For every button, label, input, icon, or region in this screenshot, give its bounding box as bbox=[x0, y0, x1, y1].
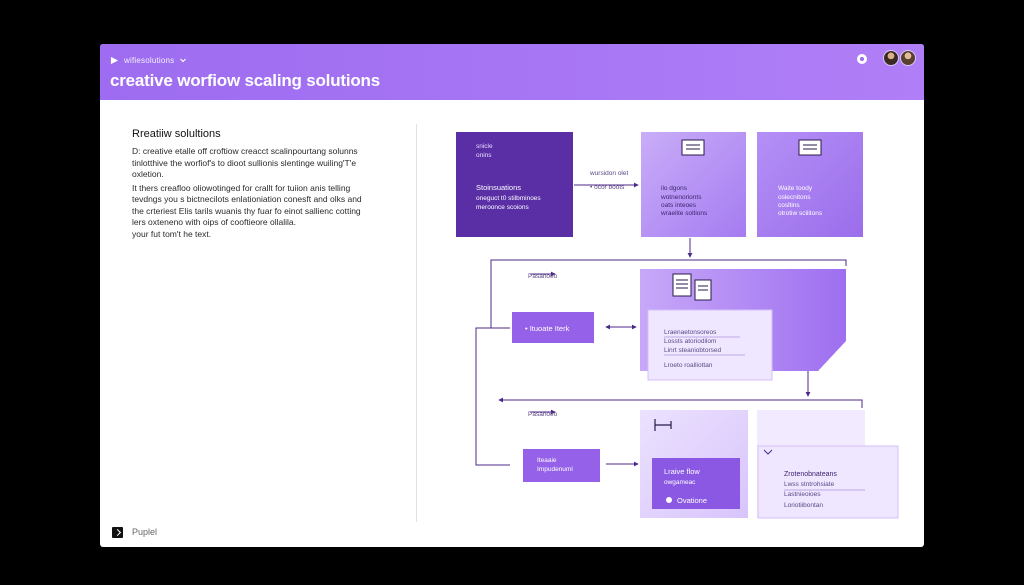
node-text: meroonce scoions bbox=[476, 204, 529, 211]
connector-label: • ocor boots bbox=[590, 184, 625, 191]
node-text: wraelite soltions bbox=[660, 210, 708, 217]
workflow-node-source[interactable]: snicle onins Stoinsuations oneguct t0 st… bbox=[456, 132, 573, 237]
workspace-switcher[interactable]: wifiesolutions bbox=[110, 53, 187, 67]
implement-button[interactable]: Iteaaie Impudenuml bbox=[523, 449, 600, 482]
workflow-node-ready[interactable]: Waite toody oslecnitons cosltins otrotiw… bbox=[757, 132, 863, 237]
footer-label: Puplel bbox=[132, 527, 158, 537]
button-label: Impudenuml bbox=[537, 466, 573, 473]
node-text: onins bbox=[476, 152, 492, 159]
card-line: Lwss stntrohsiate bbox=[784, 481, 835, 488]
card-line: Zrotenobnateans bbox=[784, 471, 837, 478]
panel-text-line: D: creative etalle off croftiow creacct … bbox=[132, 146, 358, 156]
node-text: snicle bbox=[476, 143, 493, 150]
node-text: Lraive flow bbox=[664, 467, 700, 476]
workflow-node-scaling[interactable]: ilo dgons wotnenorionts oats inteoes wra… bbox=[641, 132, 746, 237]
card-line: Lossts atoriodilom bbox=[664, 338, 716, 345]
node-text: wotnenorionts bbox=[660, 194, 702, 201]
panel-text-line: lers oxteneno with oips of cooftieore ol… bbox=[132, 217, 296, 227]
node-text: oats inteoes bbox=[661, 202, 697, 209]
workflow-diagram: snicle onins Stoinsuations oneguct t0 st… bbox=[456, 132, 899, 519]
notification-dot-icon[interactable] bbox=[857, 54, 867, 64]
card-line: Lastnieoioes bbox=[784, 491, 821, 498]
card-line: Lraenaetonsoreos bbox=[664, 329, 717, 336]
header-bar: wifiesolutions creative worfiow scaling … bbox=[100, 44, 924, 100]
panel-text-line: your fut tom't he text. bbox=[132, 228, 212, 239]
app-window: wifiesolutions creative worfiow scaling … bbox=[100, 44, 924, 547]
chevron-down-icon bbox=[180, 58, 187, 63]
connector-label: Pasanoeo bbox=[528, 273, 558, 280]
button-label: Iteaaie bbox=[537, 457, 557, 464]
node-text: Waite toody bbox=[778, 185, 813, 192]
avatar[interactable] bbox=[900, 50, 916, 66]
panel-heading: Rreatiiw solultions bbox=[132, 128, 221, 140]
status-dot-icon bbox=[666, 497, 672, 503]
card-line: Linrt steaniobtorsed bbox=[664, 347, 721, 354]
connector-label: wursidon olet bbox=[589, 170, 628, 177]
connector-lines bbox=[475, 182, 863, 467]
workflow-card-process[interactable]: Lraenaetonsoreos Lossts atoriodilom Linr… bbox=[640, 269, 846, 381]
node-text: cosltins bbox=[778, 202, 800, 209]
node-text: oneguct t0 stilbminoes bbox=[476, 195, 541, 202]
avatar[interactable] bbox=[883, 50, 899, 66]
card-line: Loriotiibontan bbox=[784, 502, 823, 509]
app-logo-icon bbox=[110, 56, 119, 64]
page-title: creative worfiow scaling solutions bbox=[110, 71, 380, 90]
terminal-icon[interactable] bbox=[112, 527, 123, 538]
panel-text-line: It thers creafloo oliowotinged for crall… bbox=[132, 182, 351, 193]
node-text: owgameac bbox=[664, 479, 696, 486]
node-text: Stoinsuations bbox=[476, 183, 521, 192]
panel-divider bbox=[416, 124, 417, 522]
workspace-name: wifiesolutions bbox=[124, 55, 175, 65]
description-panel: Rreatiiw solultions D: creative etalle o… bbox=[132, 128, 392, 240]
button-label: • Ituoate Iterk bbox=[525, 324, 570, 333]
connector-label: Pasanoeo bbox=[528, 411, 558, 418]
node-text: oslecnitons bbox=[778, 194, 811, 201]
node-text: otrotiw scliitons bbox=[778, 210, 823, 217]
card-line: Lroeto roalliottan bbox=[664, 362, 713, 369]
workflow-node-flow[interactable]: Lraive flow owgameac Ovatione bbox=[640, 410, 748, 518]
node-text: Ovatione bbox=[677, 496, 707, 505]
panel-text-line: tevdngs you s bictnecilots enlationiatio… bbox=[132, 194, 362, 204]
workflow-card-summary[interactable]: Zrotenobnateans Lwss stntrohsiate Lastni… bbox=[757, 410, 899, 519]
panel-text-line: the crteriest Elis tarils wuanis thy fua… bbox=[132, 205, 361, 216]
panel-text-line: oxletion. bbox=[132, 169, 164, 179]
node-text: ilo dgons bbox=[661, 185, 688, 192]
document-icon bbox=[681, 139, 705, 156]
iterate-track-button[interactable]: • Ituoate Iterk bbox=[512, 312, 594, 343]
document-icon bbox=[672, 273, 712, 301]
panel-text-line: tinlotthive the worfiof's to dioot sulli… bbox=[132, 157, 357, 168]
document-icon bbox=[798, 139, 822, 156]
